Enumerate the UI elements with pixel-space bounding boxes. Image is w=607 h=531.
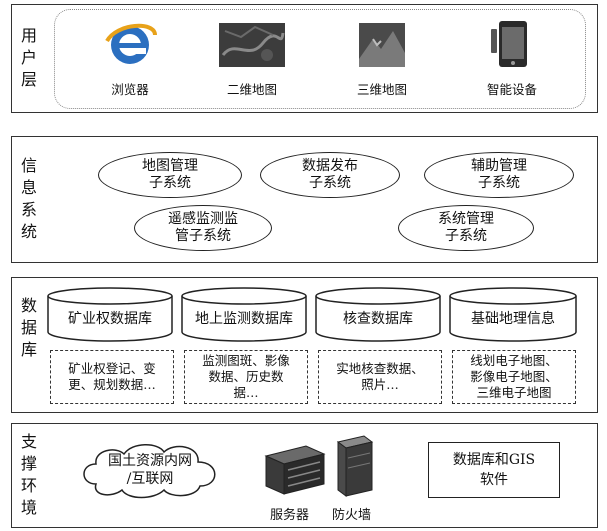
2d-map-label: 二维地图 xyxy=(226,82,277,97)
user-items-frame xyxy=(54,9,586,109)
ground-monitoring-database: 地上监测数据库 xyxy=(180,286,308,344)
server-label: 服务器 xyxy=(270,508,310,523)
auxiliary-management-subsystem: 辅助管理子系统 xyxy=(424,152,574,198)
smart-device-icon xyxy=(491,21,527,67)
2d-map-item: 二维地图 xyxy=(192,15,312,97)
3d-map-item: 三维地图 xyxy=(322,15,442,97)
browser-label: 浏览器 xyxy=(111,82,149,97)
browser-icon xyxy=(105,23,157,64)
basic-geographic-database: 基础地理信息 xyxy=(448,286,578,344)
map-management-subsystem: 地图管理子系统 xyxy=(98,152,242,198)
mining-rights-contents: 矿业权登记、变更、规划数据… xyxy=(50,350,174,404)
database-cylinder-icon xyxy=(47,287,173,342)
verification-database: 核查数据库 xyxy=(314,286,442,344)
firewall-label: 防火墙 xyxy=(332,508,372,523)
cloud-icon xyxy=(83,444,216,499)
mining-rights-database: 矿业权数据库 xyxy=(46,286,174,344)
software-line2: 软件 xyxy=(480,472,508,488)
info-system-layer-label: 信 息 系 统 xyxy=(20,156,37,241)
database-cylinder-icon xyxy=(449,287,577,342)
database-layer-label: 数 据 库 xyxy=(20,296,37,359)
ground-monitoring-contents: 监测图斑、影像数据、历史数据… xyxy=(184,350,308,404)
support-environment-layer-label: 支 撑 环 境 xyxy=(20,432,37,517)
basic-geographic-contents: 线划电子地图、影像电子地图、三维电子地图 xyxy=(452,350,576,404)
user-layer-label: 用 户 层 xyxy=(20,26,37,89)
database-cylinder-icon xyxy=(181,287,307,342)
network-cloud: 国土资源内网 /互联网 xyxy=(74,438,226,502)
verification-contents: 实地核查数据、照片… xyxy=(318,350,442,404)
firewall-icon xyxy=(336,435,374,497)
3d-map-icon xyxy=(359,23,405,67)
info-system-layer: 信 息 系 统 地图管理子系统 数据发布子系统 辅助管理子系统 遥感监测监管子系… xyxy=(11,136,598,263)
user-layer: 用 户 层 浏览器 二维地图 三维地图 xyxy=(11,4,598,113)
network-line1: 国土资源内网 xyxy=(108,453,192,469)
network-line2: /互联网 xyxy=(126,471,174,487)
system-management-subsystem: 系统管理子系统 xyxy=(398,205,534,251)
data-publishing-subsystem: 数据发布子系统 xyxy=(260,152,400,198)
database-layer: 数 据 库 矿业权数据库 地上监测数据库 核查数据库 基础地理信息 矿业权登记、… xyxy=(11,277,598,413)
server-icon xyxy=(264,445,326,495)
software-line1: 数据库和GIS xyxy=(452,452,536,468)
support-environment-layer: 支 撑 环 境 国土资源内网 /互联网 服务器 防火墙 数据库和GIS 软件 xyxy=(11,423,598,528)
3d-map-label: 三维地图 xyxy=(356,82,407,97)
2d-map-icon xyxy=(219,23,285,67)
remote-sensing-subsystem: 遥感监测监管子系统 xyxy=(134,205,272,251)
database-cylinder-icon xyxy=(315,287,441,342)
smart-device-label: 智能设备 xyxy=(486,82,537,97)
browser-item: 浏览器 xyxy=(70,15,190,97)
database-gis-software-box: 数据库和GIS 软件 xyxy=(428,442,560,498)
smart-device-item: 智能设备 xyxy=(452,15,572,97)
